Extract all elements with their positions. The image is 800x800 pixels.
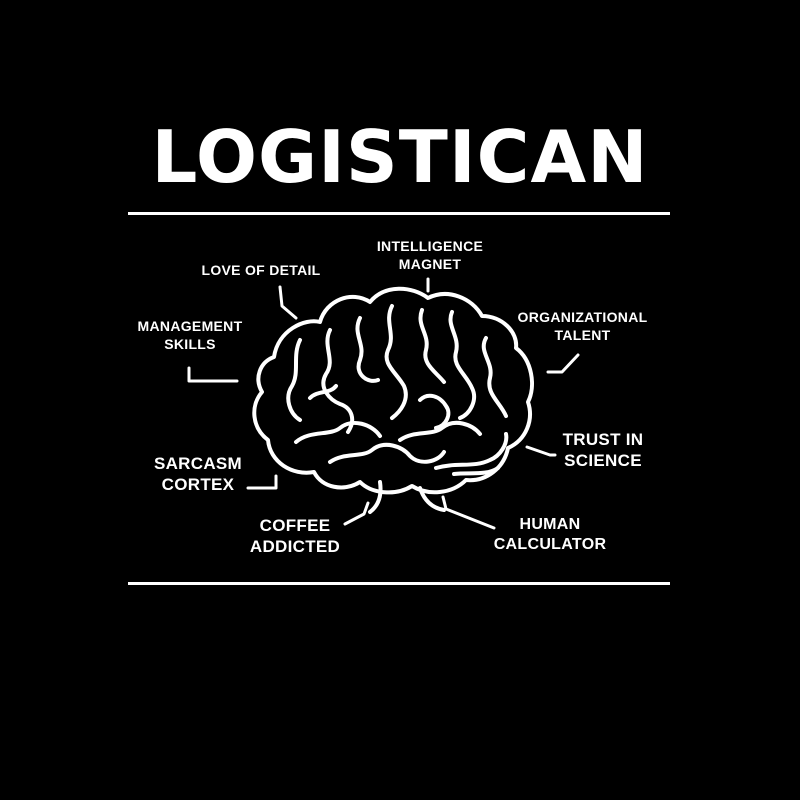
label-intelligence-magnet: INTELLIGENCE MAGNET (376, 238, 484, 272)
brain-fold (328, 442, 446, 464)
brain-fold (434, 432, 509, 470)
brain-fold (448, 310, 477, 420)
label-organizational-talent: ORGANIZATIONAL TALENT (517, 309, 648, 343)
divider-bottom (128, 582, 670, 585)
leader-detail (278, 285, 298, 320)
brain-fold (418, 393, 451, 430)
brain-fold (286, 338, 302, 422)
brain-fold (418, 308, 446, 384)
label-love-of-detail: LOVE OF DETAIL (201, 262, 321, 278)
brain-outline (252, 286, 534, 495)
leader-trust (525, 445, 557, 457)
brain-fold (452, 466, 500, 476)
label-management-skills: MANAGEMENT SKILLS (137, 318, 243, 352)
brain-fold (398, 420, 482, 442)
page-title: LOGISTICAN (151, 115, 649, 199)
brain-fold (308, 384, 338, 400)
leader-management (187, 366, 239, 383)
label-trust-in-science: TRUST IN SCIENCE (562, 430, 644, 471)
brain-fold (294, 420, 382, 444)
leader-organizational (546, 353, 580, 374)
brain-stem (368, 480, 446, 514)
label-coffee-addicted: COFFEE ADDICTED (249, 516, 341, 557)
brain-fold (321, 328, 355, 434)
divider-top (128, 212, 670, 215)
brain-fold (481, 336, 508, 418)
brain-fold (355, 316, 380, 383)
brain-icon (252, 286, 534, 514)
leader-lines (187, 277, 580, 530)
label-human-calculator: HUMAN CALCULATOR (493, 516, 607, 553)
leader-sarcasm (246, 474, 278, 490)
brain-fold (384, 304, 408, 420)
label-sarcasm-cortex: SARCASM CORTEX (153, 454, 243, 495)
leader-coffee (343, 501, 370, 526)
leader-human (441, 495, 496, 530)
